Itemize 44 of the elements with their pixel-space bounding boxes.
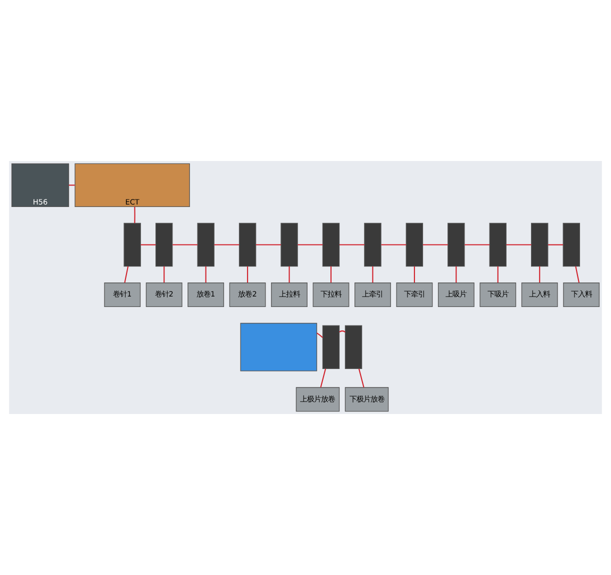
connector xyxy=(548,244,564,246)
connector xyxy=(134,206,136,224)
connector xyxy=(381,244,406,246)
connector xyxy=(320,368,326,388)
connector xyxy=(422,244,448,246)
node-box xyxy=(322,325,340,369)
connector xyxy=(372,266,374,283)
node-box xyxy=(280,222,298,267)
connector xyxy=(497,266,498,283)
connector xyxy=(205,266,206,283)
connector xyxy=(456,266,457,283)
connector xyxy=(247,266,248,283)
node-box xyxy=(562,222,580,267)
connector xyxy=(214,244,240,246)
connector xyxy=(539,266,540,283)
node-box xyxy=(364,222,382,267)
connector xyxy=(339,244,364,246)
node-box xyxy=(406,222,424,267)
connector xyxy=(256,244,281,246)
connector xyxy=(164,266,165,283)
node-box xyxy=(531,222,548,267)
node-box xyxy=(238,222,256,267)
node-box xyxy=(344,325,362,369)
connector xyxy=(358,368,364,388)
node-box xyxy=(489,222,506,267)
node-box xyxy=(197,222,214,267)
connector xyxy=(330,266,332,283)
connector xyxy=(414,266,415,283)
connector xyxy=(575,266,580,283)
connector xyxy=(316,332,323,338)
node-box xyxy=(240,322,318,372)
connector xyxy=(298,244,323,246)
node-box xyxy=(155,222,173,267)
connector xyxy=(506,244,532,246)
node-box xyxy=(322,222,340,267)
connector xyxy=(140,244,156,246)
connector xyxy=(339,330,346,332)
connector xyxy=(172,244,198,246)
connector xyxy=(288,266,290,283)
node-box xyxy=(448,222,465,267)
connector xyxy=(124,266,129,283)
node-box xyxy=(124,222,141,267)
connector xyxy=(464,244,490,246)
connector xyxy=(68,184,75,186)
